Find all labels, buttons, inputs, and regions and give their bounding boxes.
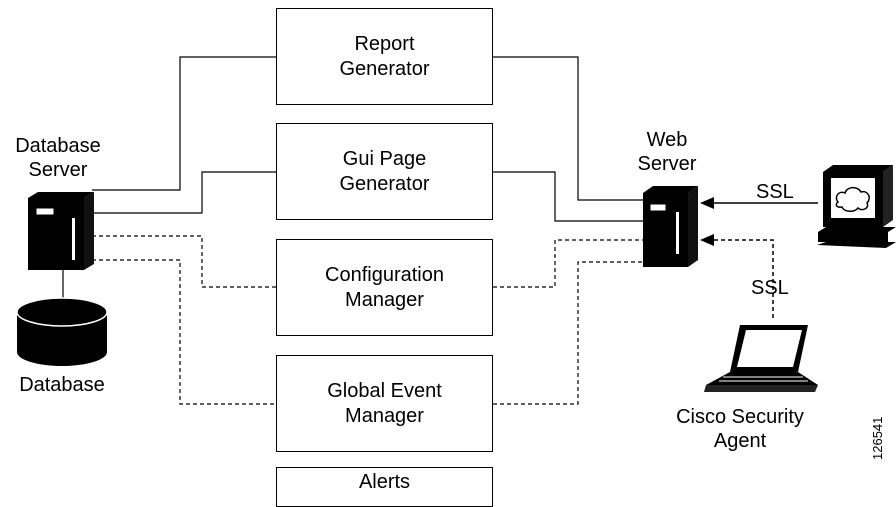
- module-report-generator-line2: Generator: [339, 57, 430, 80]
- figure-id: 126541: [870, 416, 885, 460]
- database-server-label: Database Server: [2, 134, 114, 182]
- connector-report-web: [493, 56, 643, 201]
- module-report-generator: Report Generator: [276, 8, 493, 105]
- module-global-event-manager-line2: Manager: [345, 404, 424, 427]
- database-server-label-line1: Database: [15, 135, 101, 157]
- database-cylinder-icon: [16, 297, 108, 366]
- web-server-label-line2: Server: [637, 153, 697, 175]
- connector-config-web: [493, 239, 643, 288]
- web-server-label: Web Server: [620, 128, 714, 176]
- connector-db-event: [92, 259, 276, 405]
- laptop-icon: [704, 325, 818, 392]
- module-gui-page-generator-line1: Gui Page: [342, 147, 427, 170]
- module-configuration-manager: Configuration Manager: [276, 239, 493, 336]
- module-alerts: Alerts: [276, 467, 493, 507]
- web-server-label-line1: Web: [646, 129, 688, 151]
- connector-gui-web: [493, 171, 643, 222]
- ssl-label-top: SSL: [756, 181, 794, 203]
- ssl-arrow-dashed: [712, 239, 774, 318]
- module-report-generator-line1: Report: [354, 32, 415, 55]
- web-server-icon: [643, 186, 698, 267]
- module-global-event-manager: Global Event Manager: [276, 355, 493, 452]
- database-server-icon: [28, 192, 94, 270]
- agent-label: Cisco Security Agent: [660, 405, 820, 453]
- module-global-event-manager-line1: Global Event: [327, 379, 442, 402]
- module-configuration-manager-line2: Manager: [345, 288, 424, 311]
- workstation-icon: [817, 165, 896, 248]
- agent-label-line1: Cisco Security: [676, 406, 804, 428]
- module-gui-page-generator: Gui Page Generator: [276, 123, 493, 220]
- agent-label-line2: Agent: [713, 430, 767, 452]
- database-server-label-line2: Server: [28, 159, 88, 181]
- module-gui-page-generator-line2: Generator: [339, 172, 430, 195]
- connector-db-report: [92, 56, 276, 191]
- connector-db-gui: [92, 171, 276, 214]
- ssl-label-bottom: SSL: [751, 277, 789, 299]
- connector-db-config: [92, 235, 276, 288]
- module-configuration-manager-line1: Configuration: [325, 263, 444, 286]
- database-label: Database: [19, 374, 105, 396]
- connector-event-web: [493, 261, 643, 405]
- module-alerts-line1: Alerts: [358, 471, 411, 493]
